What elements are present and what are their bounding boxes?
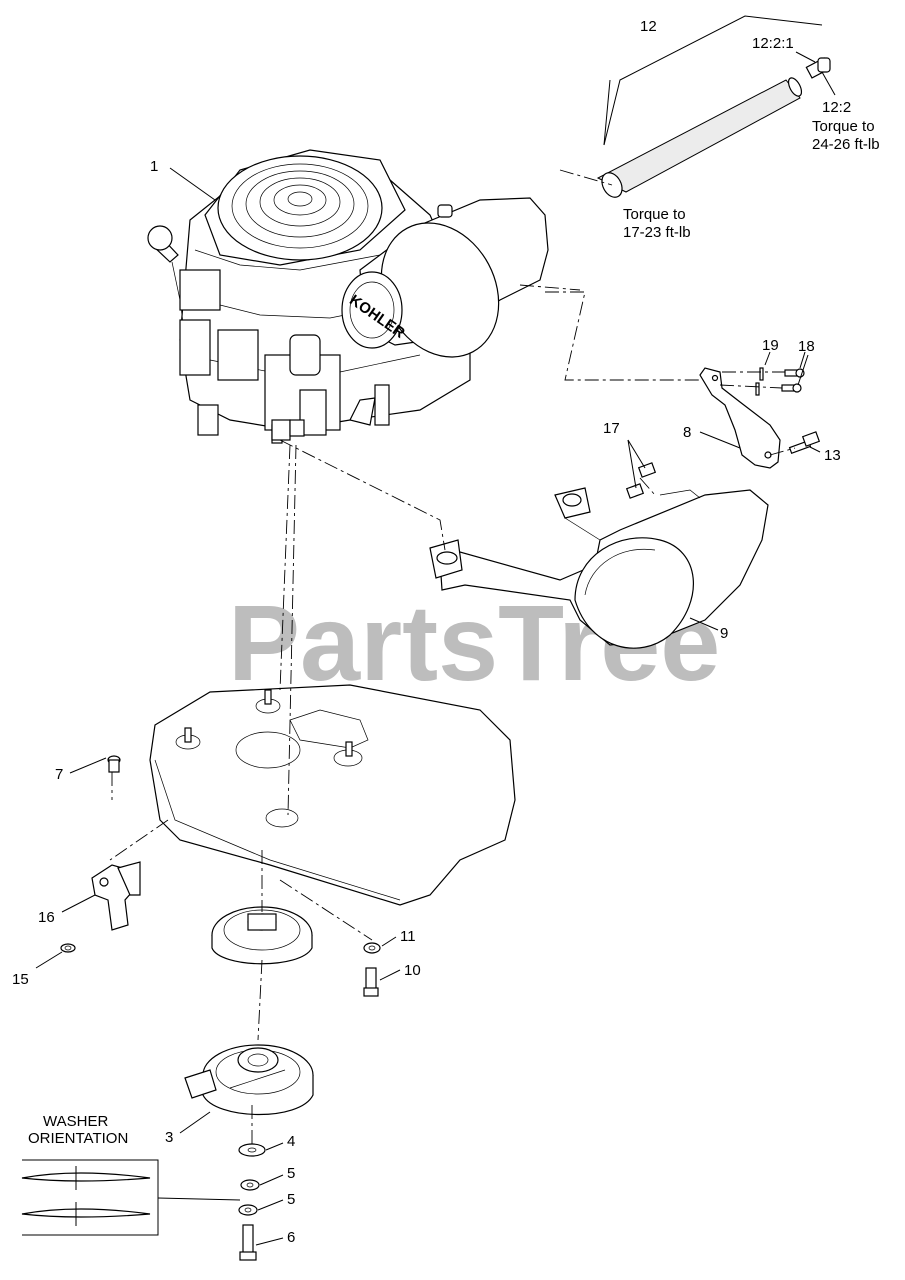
callout-10: 10: [404, 962, 421, 979]
nut-part-17: [625, 462, 657, 499]
bolt-part-6: [239, 1224, 257, 1261]
torque-note-12-2-line1: Torque to: [812, 118, 875, 135]
assembly-centerlines: [109, 169, 796, 1144]
bolt-part-7: [107, 755, 121, 773]
washer-part-15: [60, 943, 76, 953]
callout-11: 11: [400, 928, 416, 945]
callout-13: 13: [824, 447, 841, 464]
callout-17: 17: [603, 420, 620, 437]
washer-orientation-title-line2: ORIENTATION: [28, 1130, 128, 1147]
washer-part-4: [238, 1143, 266, 1157]
callout-8: 8: [683, 424, 691, 441]
callout-12-2: 12:2: [822, 99, 851, 116]
clutch-part-3: [184, 1044, 314, 1116]
torque-note-pipe-line1: Torque to: [623, 206, 686, 223]
callout-5-lower: 5: [287, 1191, 295, 1208]
exhaust-tube-part-12: [596, 57, 831, 198]
deck-plate: [149, 684, 516, 906]
callout-5-upper: 5: [287, 1165, 295, 1182]
bolt-part-13: [788, 431, 821, 455]
callout-18: 18: [798, 338, 815, 355]
washer-part-5-lower: [238, 1204, 258, 1216]
callout-19: 19: [762, 337, 779, 354]
callout-4: 4: [287, 1133, 295, 1150]
bracket-part-16: [91, 861, 141, 931]
callout-9: 9: [720, 625, 728, 642]
callout-16: 16: [38, 909, 55, 926]
callout-12: 12: [640, 18, 657, 35]
callout-1: 1: [150, 158, 158, 175]
callout-7: 7: [55, 766, 63, 783]
pulley: [211, 906, 313, 965]
washer-part-5-upper: [240, 1179, 260, 1191]
washer-part-11: [363, 942, 381, 954]
leader-lines: [35, 15, 836, 1246]
muffler-bracket-part-8: [699, 367, 781, 469]
washer-orientation-inset: [21, 1159, 241, 1236]
washer-orientation-title-line1: WASHER: [43, 1113, 108, 1130]
callout-12-2-1: 12:2:1: [752, 35, 794, 52]
engine-part-1: KOHLER: [147, 149, 549, 444]
callout-6: 6: [287, 1229, 295, 1246]
callout-3: 3: [165, 1129, 173, 1146]
callout-15: 15: [12, 971, 29, 988]
torque-note-12-2-line2: 24-26 ft-lb: [812, 136, 880, 153]
bolt-part-10: [363, 967, 379, 997]
washer-part-19: [755, 367, 764, 396]
muffler-part-9: [429, 487, 769, 649]
bolt-part-18: [781, 368, 805, 393]
torque-note-pipe-line2: 17-23 ft-lb: [623, 224, 691, 241]
